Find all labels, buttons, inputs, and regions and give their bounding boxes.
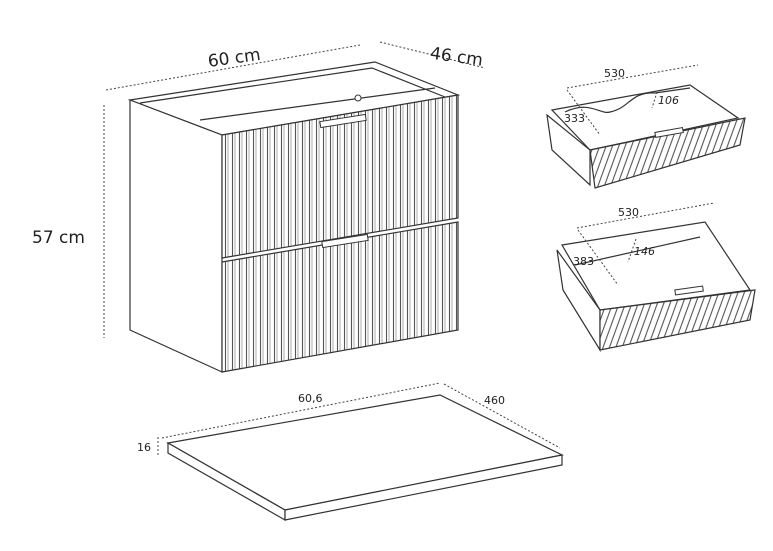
bottom-drawer-width-label: 530 (618, 206, 639, 219)
top-drawer-front (221, 94, 459, 259)
bottom-drawer-depth-label: 383 (573, 255, 594, 268)
cabinet-left-side (129, 99, 223, 373)
bottom-drawer-height-label: 146 (634, 245, 655, 258)
worktop-depth-label: 460 (484, 394, 505, 407)
worktop: 60,6 460 16 (137, 382, 564, 522)
top-drawer-height-label: 106 (658, 94, 679, 107)
cabinet (127, 61, 461, 373)
cabinet-width-label: 60 cm (207, 45, 262, 72)
worktop-thickness-label: 16 (137, 441, 151, 454)
top-drawer-detail: 530 333 106 (546, 64, 746, 189)
top-drawer-width-label: 530 (604, 67, 625, 80)
bottom-drawer-detail: 530 383 146 (556, 202, 756, 353)
top-drawer-depth-label: 333 (564, 112, 585, 125)
worktop-width-label: 60,6 (298, 392, 323, 405)
bottom-drawer-handle (321, 233, 369, 249)
cabinet-depth-label: 46 cm (429, 44, 484, 71)
bottom-drawer-front (221, 221, 459, 373)
width-dimension-line (105, 44, 361, 91)
top-drawer-handle (319, 113, 367, 129)
cabinet-height-label: 57 cm (32, 228, 85, 248)
